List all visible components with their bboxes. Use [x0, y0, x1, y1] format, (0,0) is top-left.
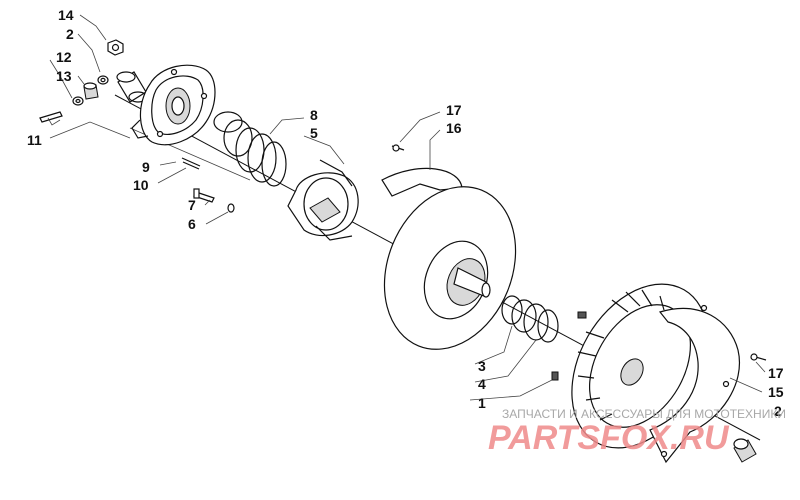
callout-13: 13: [56, 68, 72, 84]
callout-2-top: 2: [66, 26, 74, 42]
watermark-brand: PARTSFOX.RU: [488, 419, 730, 457]
part-9-screw: [181, 157, 201, 170]
part-3-spring: [501, 295, 559, 343]
part-11-pin: [39, 111, 63, 126]
part-7-bolt: [193, 188, 215, 203]
part-8-spring: [213, 111, 287, 187]
part-15-cover: [649, 304, 740, 464]
callout-8: 8: [310, 107, 318, 123]
part-17-screw-bottom: [750, 353, 767, 361]
callout-3: 3: [478, 358, 486, 374]
part-2-washer-top: [97, 75, 109, 85]
callout-5: 5: [310, 125, 318, 141]
callout-15: 15: [768, 384, 784, 400]
part-13-roller: [83, 82, 99, 100]
part-bushing: [116, 71, 148, 103]
callout-12: 12: [56, 49, 72, 65]
part-14-nut: [107, 39, 124, 56]
part-6-washer: [227, 203, 235, 213]
callout-10: 10: [133, 177, 149, 193]
callout-1: 1: [478, 395, 486, 411]
callout-labels: 14 2 12 13 11 9 10 7 6 8 5 17 16 3 4 1 1…: [27, 7, 784, 419]
part-2-cap-bottom: [733, 438, 757, 463]
watermark-caption: ЗАПЧАСТИ И АКСЕССУАРЫ ДЛЯ МОТОТЕХНИКИ: [502, 407, 786, 421]
callout-14: 14: [58, 7, 74, 23]
callout-17-bottom: 17: [768, 365, 784, 381]
part-16-cover: [381, 144, 463, 197]
callout-11: 11: [27, 132, 42, 148]
callout-2-bottom: 2: [774, 403, 782, 419]
part-12-washer: [72, 96, 84, 106]
part-1-fixed-sheave: [551, 283, 709, 449]
part-sheave: [383, 186, 517, 350]
callout-16: 16: [446, 120, 462, 136]
part-5-spider: [287, 159, 359, 241]
callout-6: 6: [188, 216, 196, 232]
callout-9: 9: [142, 159, 150, 175]
watermark: ЗАПЧАСТИ И АКСЕССУАРЫ ДЛЯ МОТОТЕХНИКИ PA…: [488, 407, 786, 457]
callout-7: 7: [188, 197, 196, 213]
part-cover-plate: [131, 64, 216, 146]
callout-4: 4: [478, 376, 486, 392]
leader-lines: [49, 14, 766, 401]
callout-17-top: 17: [446, 102, 462, 118]
